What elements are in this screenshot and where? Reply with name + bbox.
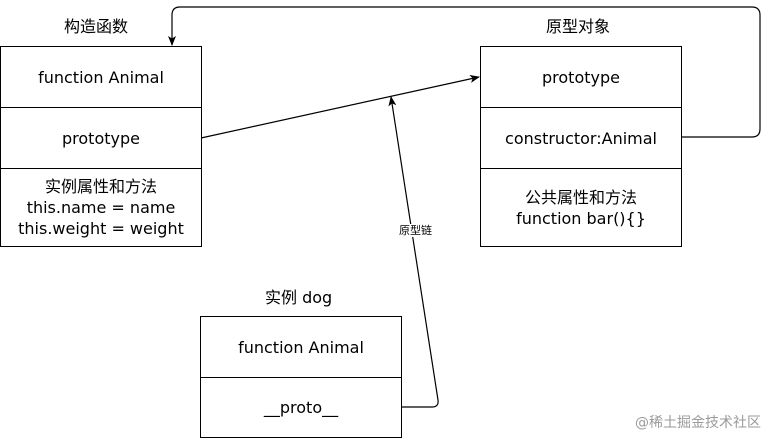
prototype-row-prototype: prototype xyxy=(481,47,681,107)
constructor-member-name: this.name = name xyxy=(26,198,176,217)
constructor-members-heading: 实例属性和方法 xyxy=(44,177,157,196)
arrow-proto-chain xyxy=(388,96,439,408)
prototype-member-bar: function bar(){} xyxy=(516,208,646,228)
constructor-box: function Animal prototype 实例属性和方法 this.n… xyxy=(0,46,202,247)
instance-box: function Animal __proto__ xyxy=(200,316,402,438)
instance-box-title: 实例 dog xyxy=(265,288,333,307)
constructor-row-prototype: prototype xyxy=(1,107,201,168)
prototype-row-shared-members: 公共属性和方法 function bar(){} xyxy=(481,168,681,246)
instance-row-function-text: function Animal xyxy=(238,337,364,357)
prototype-row-prototype-text: prototype xyxy=(542,67,620,87)
watermark: @稀土掘金技术社区 xyxy=(635,415,761,431)
instance-row-proto: __proto__ xyxy=(201,377,401,437)
prototype-row-constructor: constructor:Animal xyxy=(481,107,681,168)
constructor-row-function-text: function Animal xyxy=(38,67,164,87)
constructor-row-instance-members: 实例属性和方法 this.name = name this.weight = w… xyxy=(1,168,201,246)
instance-row-proto-text: __proto__ xyxy=(263,398,339,417)
constructor-row-function: function Animal xyxy=(1,47,201,107)
arrow-prototype-to-prototype-object xyxy=(200,75,480,139)
proto-chain-label: 原型链 xyxy=(398,224,433,237)
prototype-box-title: 原型对象 xyxy=(546,17,611,36)
instance-row-function: function Animal xyxy=(201,317,401,377)
prototype-box: prototype constructor:Animal 公共属性和方法 fun… xyxy=(480,46,682,247)
arrow-constructor-back-to-function xyxy=(168,6,761,138)
constructor-box-title: 构造函数 xyxy=(64,17,129,36)
prototype-members-heading: 公共属性和方法 xyxy=(524,187,637,207)
constructor-member-weight: this.weight = weight xyxy=(18,219,184,238)
prototype-row-constructor-text: constructor:Animal xyxy=(505,128,657,148)
constructor-row-prototype-text: prototype xyxy=(62,128,140,148)
